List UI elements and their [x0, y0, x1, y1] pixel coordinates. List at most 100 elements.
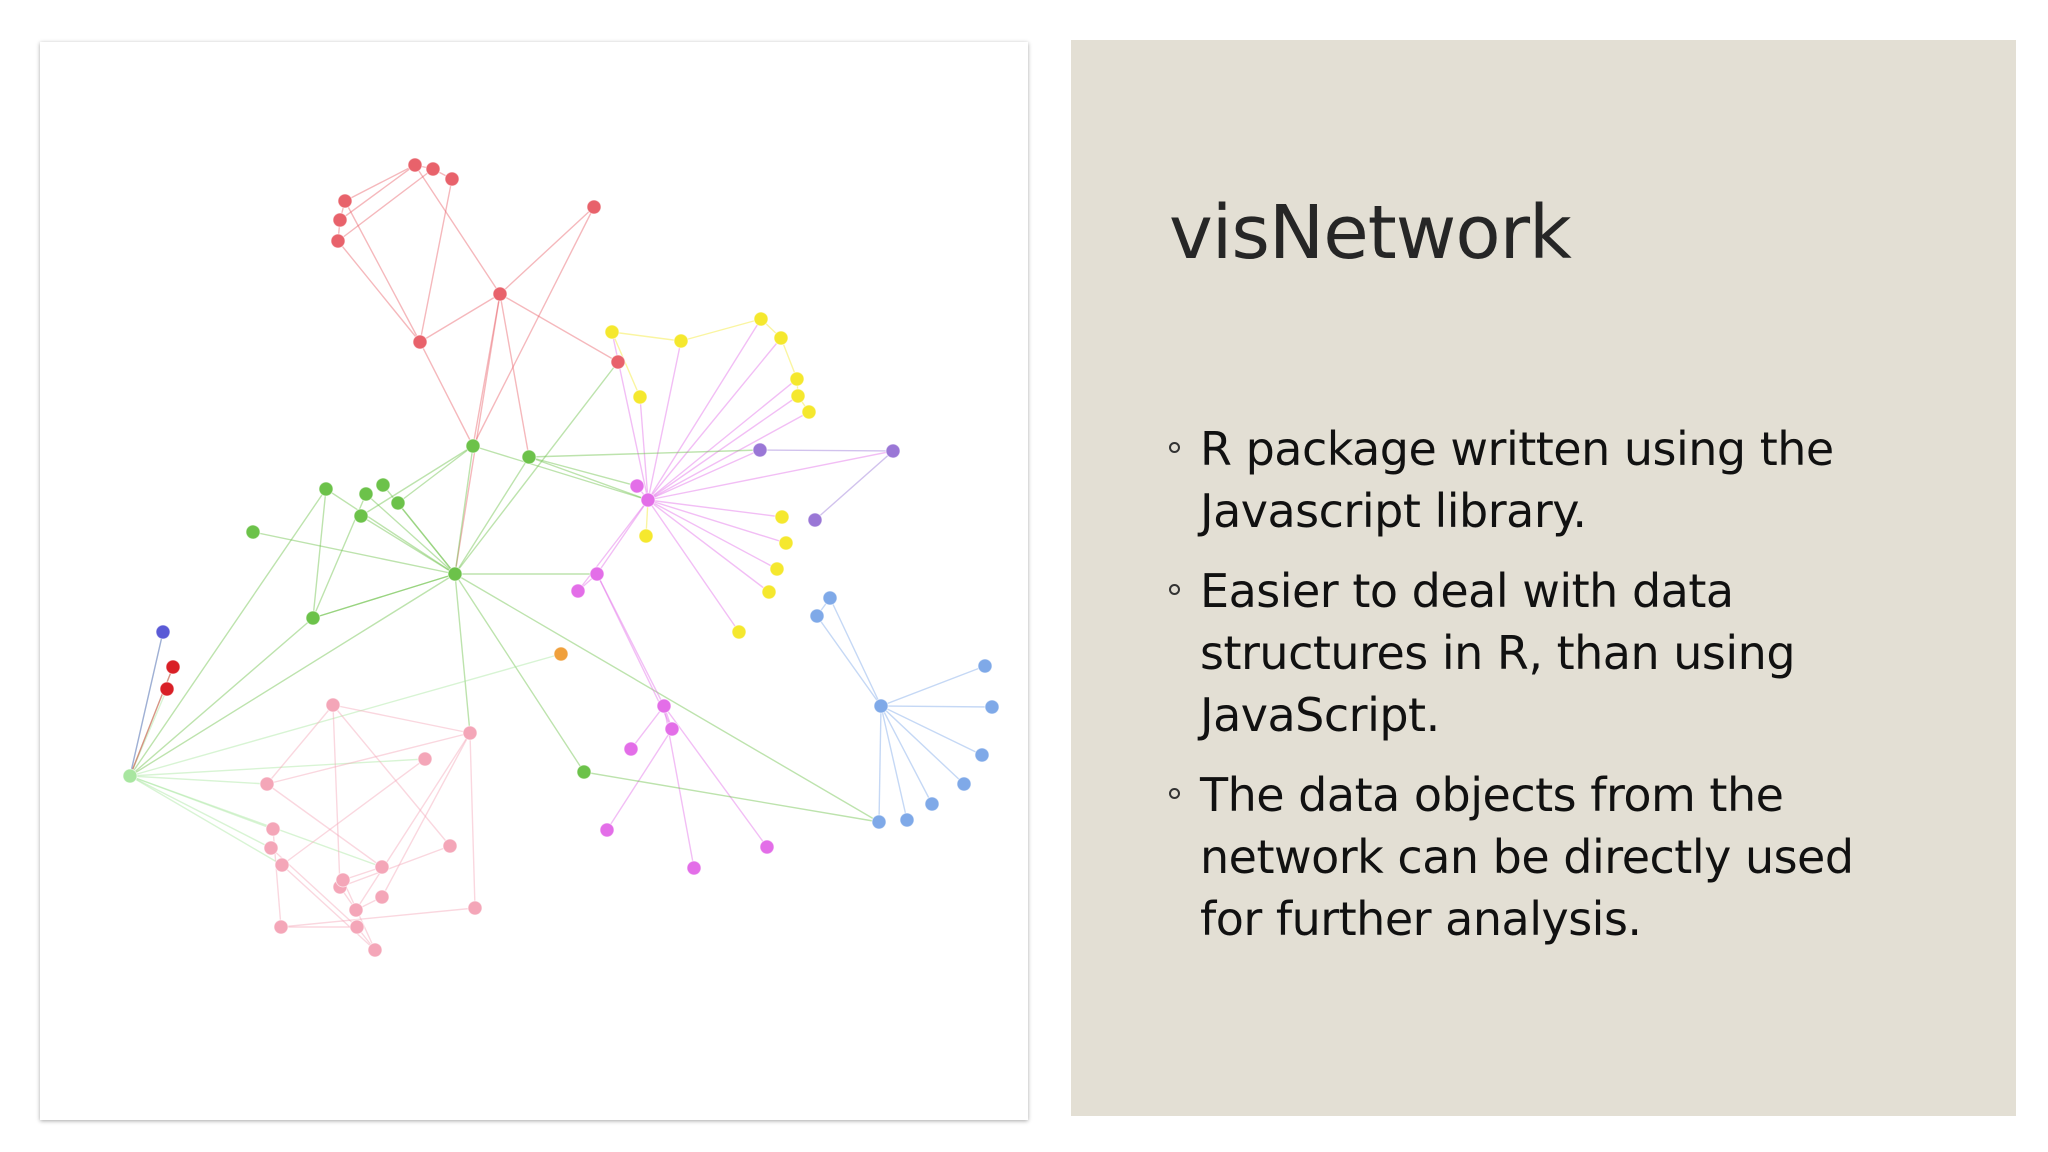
network-node	[809, 608, 825, 624]
network-edge	[454, 293, 501, 575]
network-edge	[344, 200, 421, 343]
network-node	[807, 512, 823, 528]
network-node	[899, 812, 915, 828]
network-edge	[647, 411, 810, 501]
network-node	[358, 486, 374, 502]
network-edge	[630, 705, 665, 750]
network-edge	[381, 732, 471, 898]
network-edge	[419, 293, 501, 343]
network-node	[263, 840, 279, 856]
network-edge	[499, 293, 530, 458]
network-node	[801, 404, 817, 420]
network-node	[305, 610, 321, 626]
network-node	[330, 233, 346, 249]
network-node	[159, 681, 175, 697]
network-edge	[814, 450, 894, 521]
network-edge	[611, 331, 641, 398]
network-edge	[647, 499, 740, 633]
network-edge	[528, 456, 649, 501]
network-node	[759, 839, 775, 855]
network-node	[367, 942, 383, 958]
network-node	[374, 889, 390, 905]
network-edge	[472, 293, 501, 447]
network-edge	[414, 164, 501, 295]
network-edge	[472, 445, 649, 501]
network-node	[871, 814, 887, 830]
network-edge	[611, 331, 682, 342]
network-edge	[129, 775, 283, 866]
network-edge	[880, 705, 965, 785]
network-node	[318, 481, 334, 497]
network-node	[632, 389, 648, 405]
network-node	[790, 388, 806, 404]
network-node	[407, 157, 423, 173]
network-edge	[419, 178, 453, 343]
network-node	[417, 751, 433, 767]
network-edge	[344, 164, 416, 202]
network-edge	[583, 771, 880, 823]
network-node	[259, 776, 275, 792]
network-node	[752, 442, 768, 458]
network-node	[599, 822, 615, 838]
network-node	[773, 330, 789, 346]
network-edge	[454, 445, 474, 575]
bullet-text: R package written using the Javascript l…	[1200, 422, 1834, 538]
network-edge	[596, 573, 665, 707]
network-edge	[339, 845, 451, 888]
network-node	[873, 698, 889, 714]
network-edge	[266, 704, 334, 785]
network-node	[673, 333, 689, 349]
bullet-text: Easier to deal with data structures in R…	[1200, 564, 1796, 742]
network-node	[753, 311, 769, 327]
network-edge	[454, 573, 471, 734]
network-edge	[759, 449, 894, 452]
bullet-item: Easier to deal with data structures in R…	[1169, 560, 1929, 746]
network-edge	[647, 378, 798, 501]
network-node	[374, 859, 390, 875]
network-edge	[332, 704, 341, 888]
network-edge	[647, 450, 894, 501]
network-node	[774, 509, 790, 525]
network-edge	[454, 573, 585, 773]
network-edge	[360, 445, 474, 517]
network-edge	[397, 502, 456, 575]
network-edge	[499, 293, 619, 363]
network-edge	[663, 705, 768, 848]
network-node	[467, 900, 483, 916]
network-node	[265, 821, 281, 837]
network-edge	[596, 499, 649, 575]
network-edge	[332, 704, 451, 847]
bullet-list: R package written using the Javascript l…	[1169, 418, 1929, 968]
network-edge	[577, 499, 649, 592]
network-edge	[325, 488, 456, 575]
network-node	[122, 768, 138, 784]
network-node	[664, 721, 680, 737]
network-edge	[647, 499, 778, 570]
network-node	[442, 838, 458, 854]
network-node	[325, 697, 341, 713]
network-node	[412, 334, 428, 350]
network-edge	[454, 361, 619, 575]
bullet-circle-icon	[1169, 584, 1180, 595]
network-node	[589, 566, 605, 582]
network-edge	[647, 340, 682, 501]
network-edge	[647, 499, 787, 544]
network-node	[956, 776, 972, 792]
network-node	[165, 659, 181, 675]
network-node	[656, 698, 672, 714]
network-node	[332, 212, 348, 228]
network-node	[273, 919, 289, 935]
network-graph-image	[40, 42, 1028, 1120]
bullet-text: The data objects from the network can be…	[1200, 768, 1854, 946]
network-edges	[129, 164, 993, 951]
network-edge	[312, 573, 456, 619]
network-edge	[606, 728, 673, 831]
network-node	[155, 624, 171, 640]
network-edge	[129, 775, 274, 830]
network-edge	[281, 758, 426, 866]
network-edge	[281, 864, 376, 951]
network-node	[462, 725, 478, 741]
network-edge	[647, 318, 762, 501]
network-edge	[647, 499, 770, 593]
network-edge	[472, 206, 595, 447]
